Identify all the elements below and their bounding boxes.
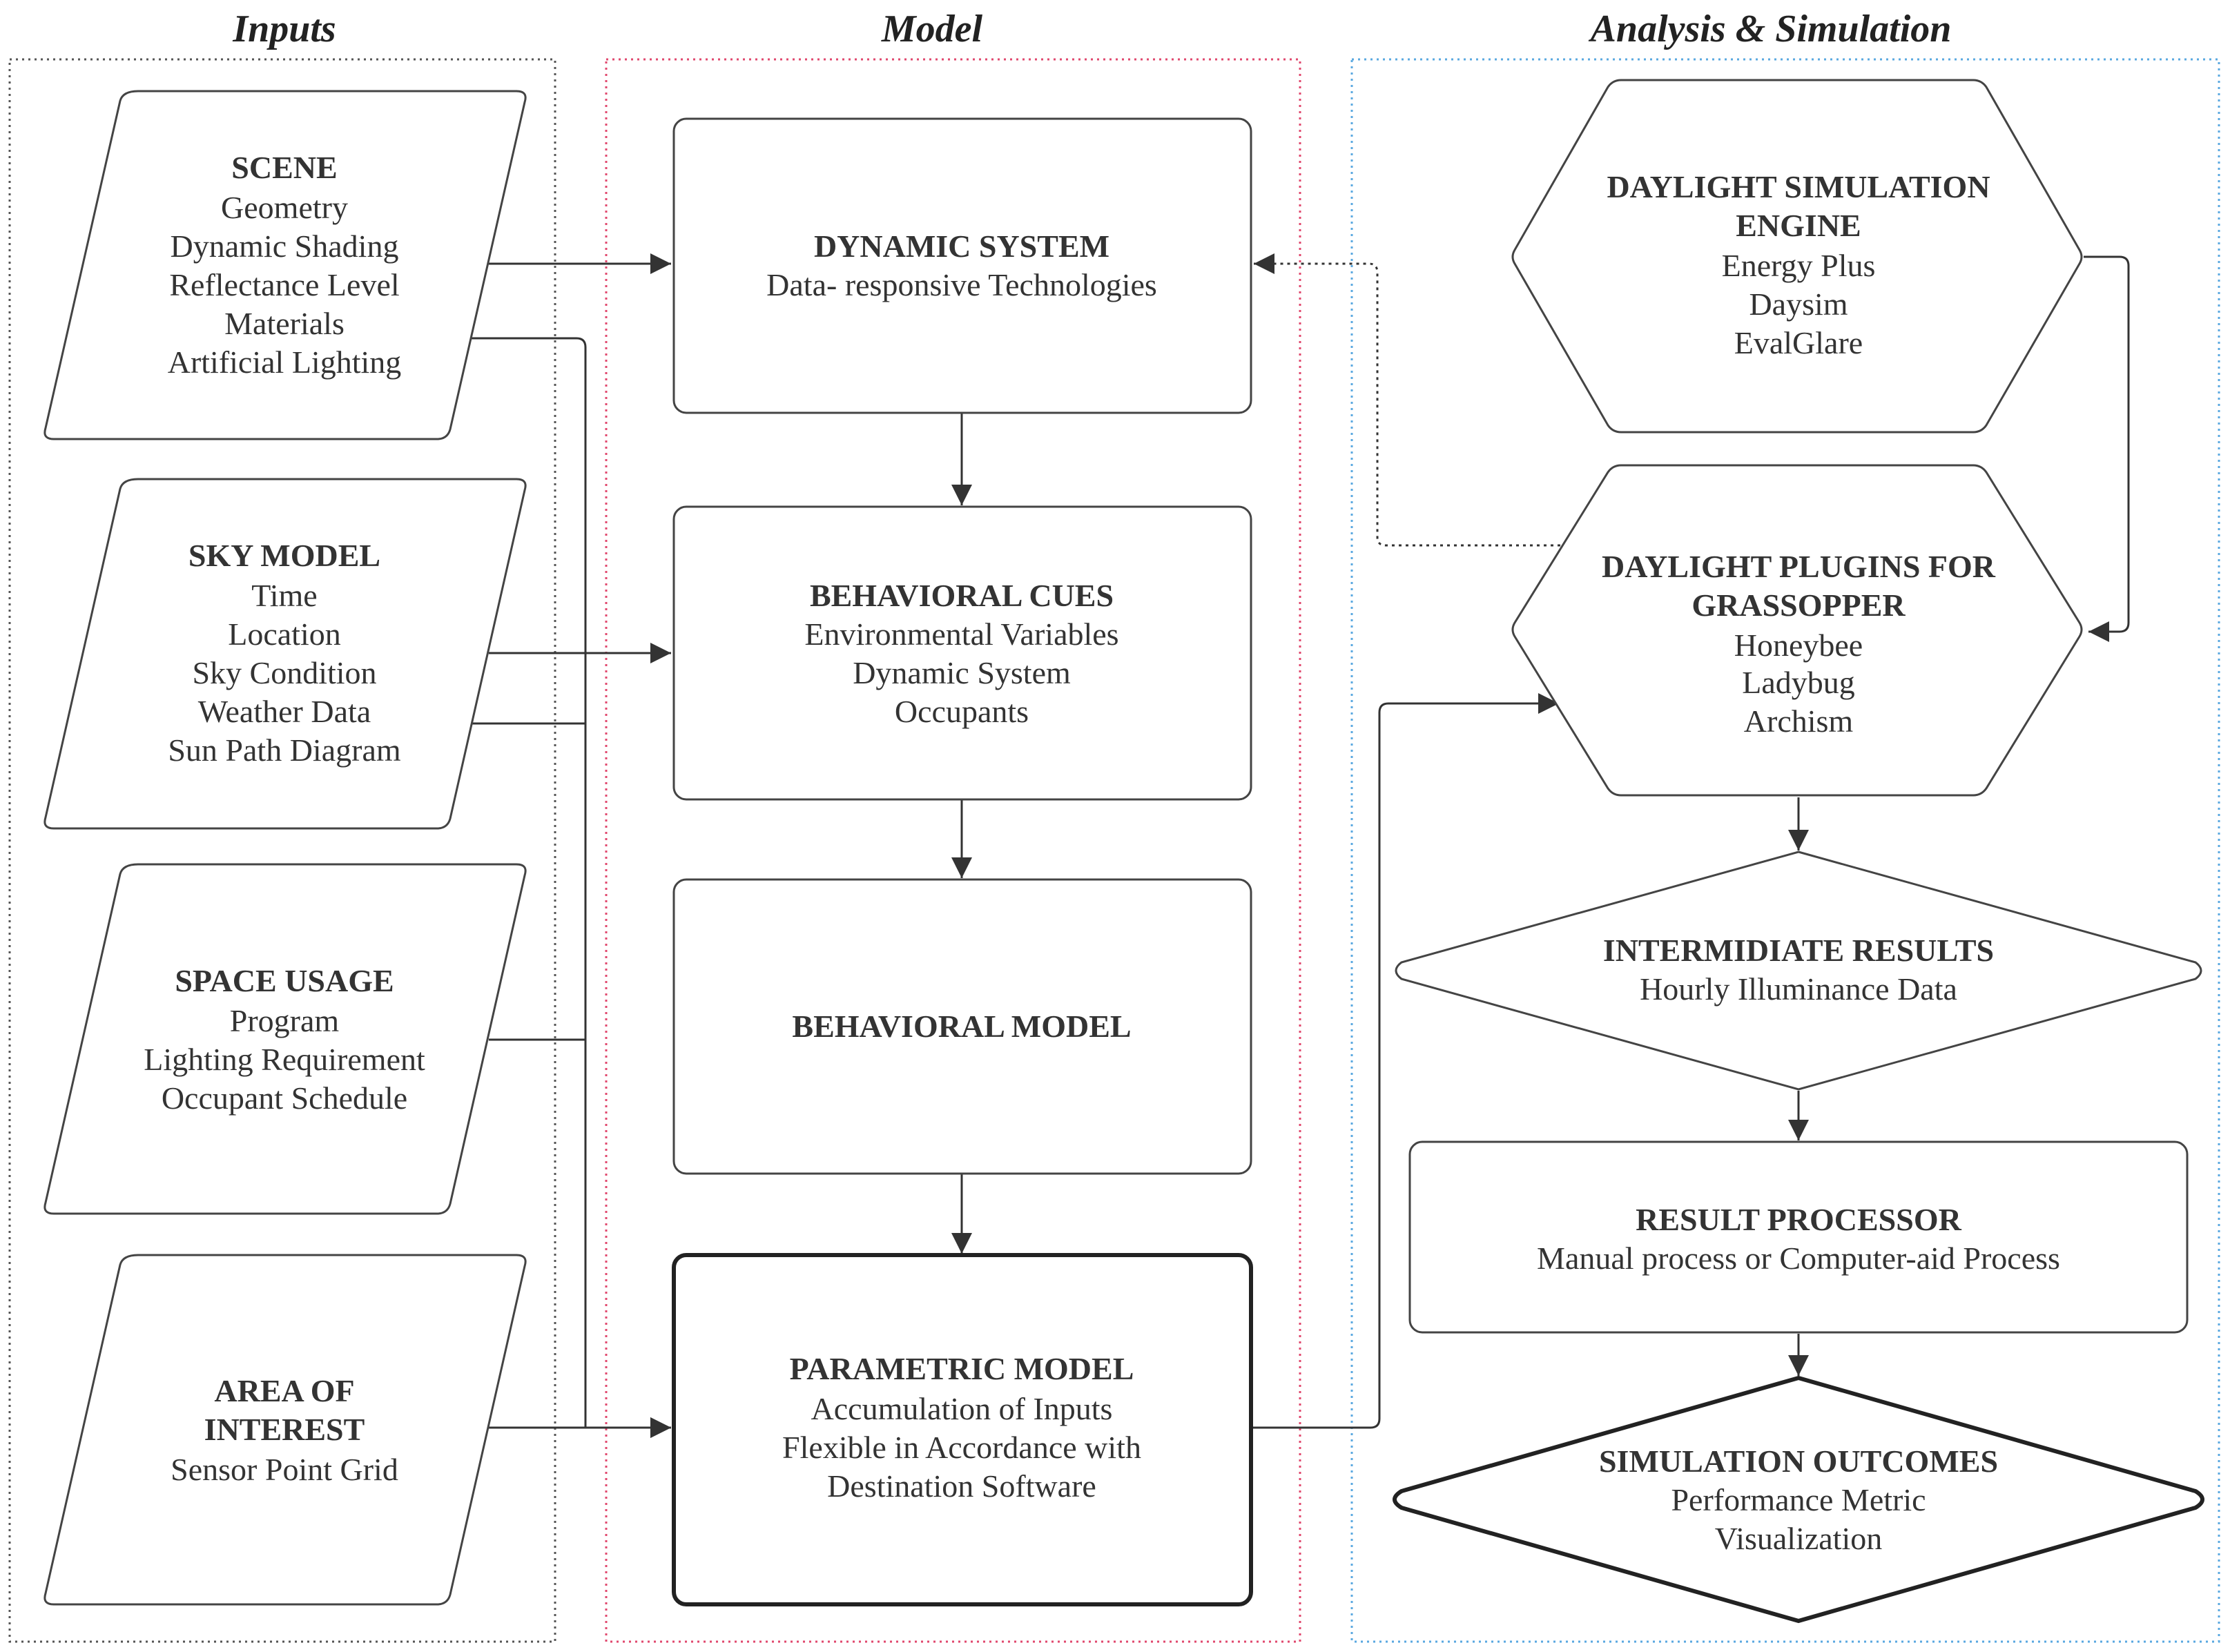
inputs-column-frame	[8, 58, 556, 1643]
model-column-title: Model	[881, 8, 983, 50]
parametric-model-title: PARAMETRIC MODEL	[790, 1351, 1134, 1386]
behavioral-cues-line-1: Environmental Variables	[804, 616, 1118, 652]
sky-model-line-4: Weather Data	[198, 694, 371, 729]
sky-model-line-3: Sky Condition	[192, 655, 376, 690]
sky-model-line-1: Time	[251, 578, 317, 613]
sky-model-line-2: Location	[228, 616, 341, 652]
result-processor-line-1: Manual process or Computer-aid Process	[1537, 1241, 2060, 1276]
behavioral-cues-node: BEHAVIORAL CUES Environmental Variables …	[672, 505, 1252, 801]
result-processor-node: RESULT PROCESSOR Manual process or Compu…	[1408, 1140, 2189, 1334]
sky-model-node: SKY MODEL Time Location Sky Condition We…	[43, 478, 527, 830]
connector-engine-to-plugins	[2084, 255, 2130, 642]
dynamic-system-line-1: Data- responsive Technologies	[766, 267, 1157, 302]
space-usage-node: SPACE USAGE Program Lighting Requirement…	[43, 863, 527, 1215]
sky-model-line-5: Sun Path Diagram	[168, 732, 401, 768]
daylight-engine-line-1: Energy Plus	[1722, 248, 1876, 283]
parametric-model-line-3: Destination Software	[827, 1468, 1096, 1504]
sky-model-title: SKY MODEL	[188, 538, 380, 573]
area-of-interest-title-2: INTEREST	[204, 1412, 365, 1447]
scene-line-2: Dynamic Shading	[171, 229, 399, 264]
simulation-outcomes-node: SIMULATION OUTCOMES Performance Metric V…	[1393, 1375, 2204, 1624]
result-processor-title: RESULT PROCESSOR	[1636, 1202, 1961, 1237]
connector-parametric-to-plugins	[1251, 693, 1559, 1429]
daylight-engine-line-2: Daysim	[1749, 286, 1848, 322]
space-usage-line-1: Program	[230, 1003, 340, 1038]
daylight-engine-line-3: EvalGlare	[1734, 325, 1863, 360]
scene-line-5: Artificial Lighting	[168, 344, 402, 380]
intermediate-results-node: INTERMIDIATE RESULTS Hourly Illuminance …	[1395, 851, 2202, 1091]
scene-line-4: Materials	[224, 306, 345, 341]
daylight-engine-title-2: ENGINE	[1736, 208, 1861, 243]
area-of-interest-node: AREA OF INTEREST Sensor Point Grid	[43, 1254, 527, 1606]
space-usage-title: SPACE USAGE	[175, 963, 394, 998]
daylight-plugins-line-1: Honeybee	[1734, 628, 1863, 663]
behavioral-model-title: BEHAVIORAL MODEL	[792, 1009, 1131, 1044]
behavioral-cues-line-3: Occupants	[895, 694, 1029, 729]
behavioral-cues-line-2: Dynamic System	[853, 655, 1071, 690]
behavioral-cues-title: BEHAVIORAL CUES	[810, 578, 1114, 613]
daylight-plugins-title-1: DAYLIGHT PLUGINS FOR	[1602, 549, 1996, 584]
simulation-outcomes-line-2: Visualization	[1715, 1521, 1883, 1556]
simulation-outcomes-title: SIMULATION OUTCOMES	[1599, 1444, 1998, 1479]
analysis-column-frame	[1350, 58, 2220, 1643]
parametric-model-line-1: Accumulation of Inputs	[811, 1391, 1113, 1426]
daylight-plugins-node: DAYLIGHT PLUGINS FOR GRASSOPPER Honeybee…	[1511, 464, 2083, 797]
parametric-model-line-2: Flexible in Accordance with	[782, 1430, 1141, 1465]
model-column-frame	[605, 58, 1301, 1643]
space-usage-line-2: Lighting Requirement	[144, 1042, 425, 1077]
parametric-model-node: PARAMETRIC MODEL Accumulation of Inputs …	[672, 1253, 1253, 1606]
daylight-engine-title-1: DAYLIGHT SIMULATION	[1607, 169, 1990, 204]
daylight-plugins-title-2: GRASSOPPER	[1691, 587, 1906, 623]
simulation-outcomes-line-1: Performance Metric	[1671, 1482, 1926, 1517]
daylight-plugins-line-3: Archism	[1744, 703, 1854, 739]
intermediate-results-title: INTERMIDIATE RESULTS	[1603, 933, 1994, 968]
scene-node: SCENE Geometry Dynamic Shading Reflectan…	[43, 90, 527, 440]
daylight-plugins-line-2: Ladybug	[1742, 665, 1855, 700]
intermediate-results-line-1: Hourly Illuminance Data	[1640, 971, 1957, 1007]
scene-line-1: Geometry	[221, 190, 348, 225]
daylight-engine-node: DAYLIGHT SIMULATION ENGINE Energy Plus D…	[1511, 79, 2083, 434]
area-of-interest-title-1: AREA OF	[214, 1373, 354, 1408]
dynamic-system-title: DYNAMIC SYSTEM	[814, 229, 1109, 264]
connector-bus-to-parametric-model	[469, 337, 671, 1438]
scene-title: SCENE	[231, 150, 337, 185]
connector-plugins-to-dynamic-system	[1254, 253, 1567, 547]
inputs-column-title: Inputs	[232, 8, 336, 50]
area-of-interest-line-1: Sensor Point Grid	[171, 1452, 398, 1487]
space-usage-line-3: Occupant Schedule	[162, 1080, 407, 1116]
scene-line-3: Reflectance Level	[169, 267, 399, 302]
dynamic-system-node: DYNAMIC SYSTEM Data- responsive Technolo…	[672, 117, 1252, 414]
analysis-column-title: Analysis & Simulation	[1589, 8, 1952, 50]
behavioral-model-node: BEHAVIORAL MODEL	[672, 878, 1252, 1175]
